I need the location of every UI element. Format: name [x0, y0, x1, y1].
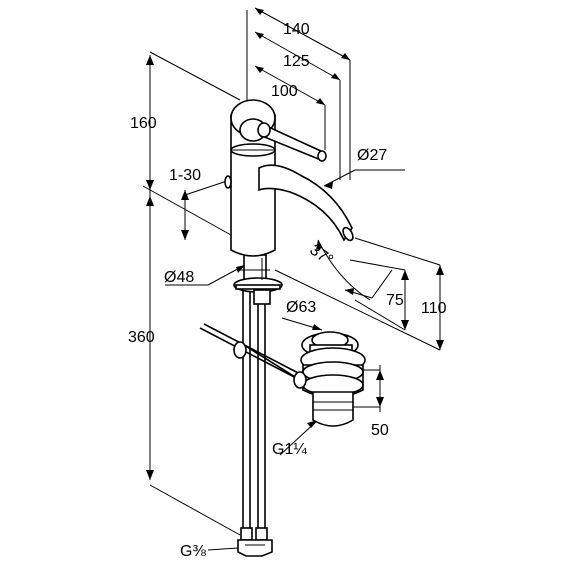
dim-100: 100	[271, 83, 298, 100]
dim-110: 110	[421, 300, 447, 317]
faucet-body	[224, 99, 276, 257]
dim-37-degrees: 37°	[306, 241, 336, 269]
dim-360: 360	[128, 329, 155, 346]
spout	[258, 164, 354, 242]
supply-hoses	[237, 290, 273, 557]
dim-50: 50	[371, 422, 389, 439]
dim-75: 75	[386, 292, 404, 309]
thread-g3-8: G⅜	[180, 543, 206, 560]
dim-63: Ø63	[286, 299, 316, 316]
dimension-arrows	[146, 8, 444, 480]
popup-rod	[199, 323, 305, 381]
dimension-labels: 140 125 100 160 1-30 Ø27 37° Ø48 75 110 …	[128, 21, 447, 560]
dim-125: 125	[283, 53, 310, 70]
dim-27: Ø27	[357, 147, 387, 164]
dim-48: Ø48	[164, 269, 194, 286]
dim-140: 140	[283, 21, 310, 38]
mounting-parts	[233, 254, 283, 305]
dim-1-30: 1-30	[169, 167, 201, 184]
thread-g1-1-4: G1¼	[272, 441, 307, 458]
dim-160: 160	[130, 115, 157, 132]
lever-handle	[257, 122, 327, 162]
pop-up-waste	[293, 331, 366, 427]
